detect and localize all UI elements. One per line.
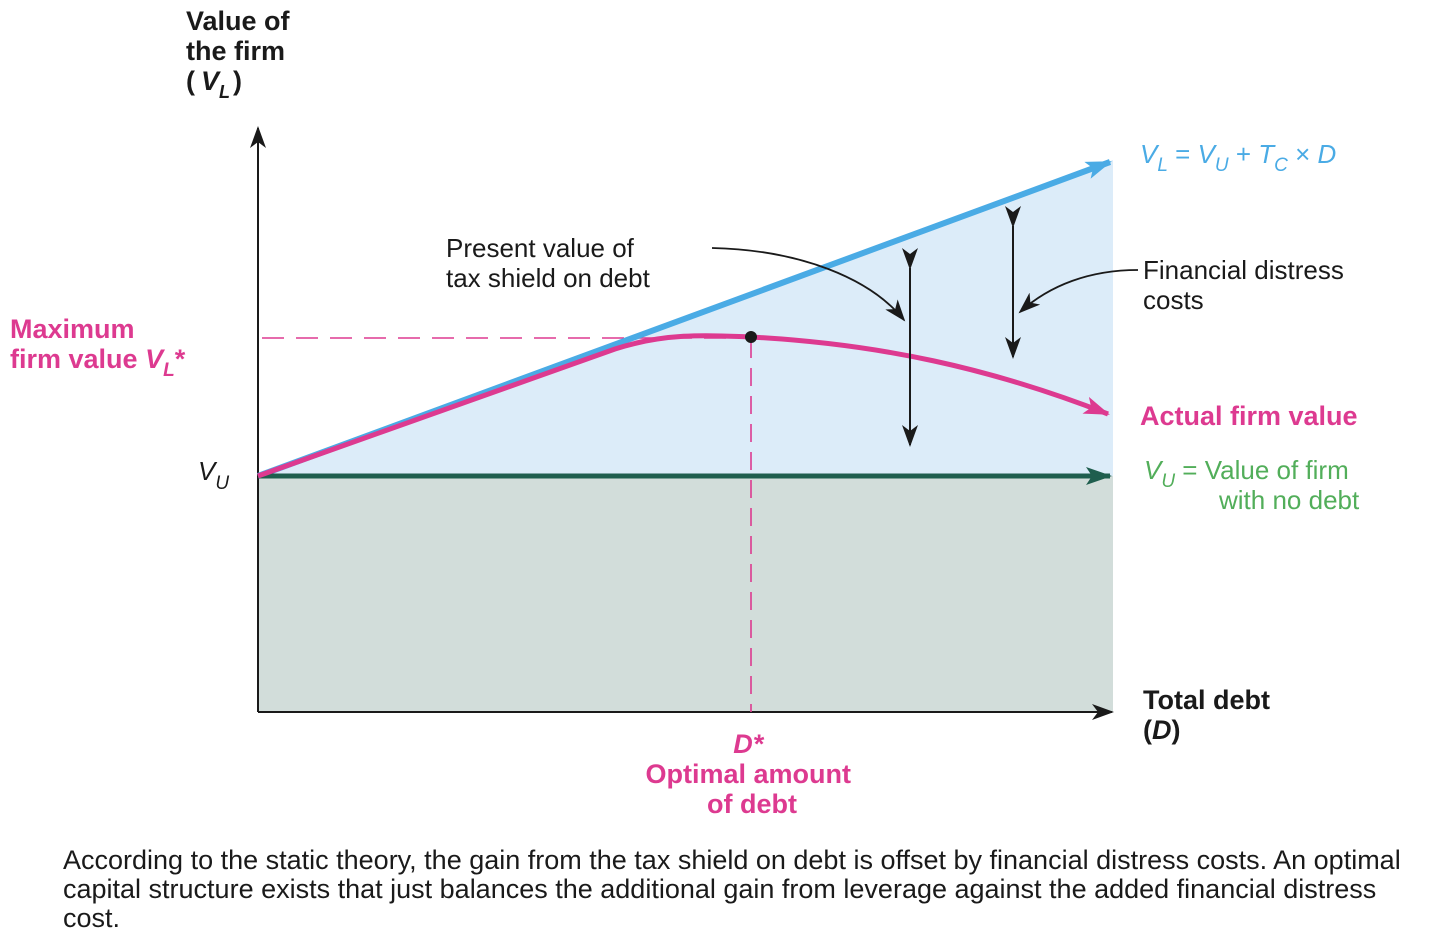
vu-tick-label: VU — [198, 456, 229, 494]
actual-value-label: Actual firm value — [1140, 401, 1358, 431]
x-axis-label: Total debt (D) — [1143, 685, 1278, 745]
levered-value-formula: VL = VU + TC × D — [1140, 139, 1336, 176]
distress-label: Financial distress costs — [1143, 255, 1351, 315]
tax-shield-pointer — [711, 247, 906, 322]
tax-shield-label: Present value of tax shield on debt — [446, 233, 651, 293]
unlevered-value-region — [258, 476, 1113, 712]
y-axis-label: Value of the firm (VL) — [186, 6, 297, 102]
optimal-debt-label: D* Optimal amount of debt — [645, 729, 858, 819]
actual-firm-value-curve — [257, 333, 1110, 479]
max-value-label: Maximum firm value VL* — [10, 314, 186, 381]
figure-caption: According to the static theory, the gain… — [63, 845, 1401, 933]
optimum-point — [745, 331, 757, 343]
unlevered-legend: VU = Value of firm with no debt — [1144, 455, 1360, 515]
distress-pointer — [1018, 269, 1139, 314]
